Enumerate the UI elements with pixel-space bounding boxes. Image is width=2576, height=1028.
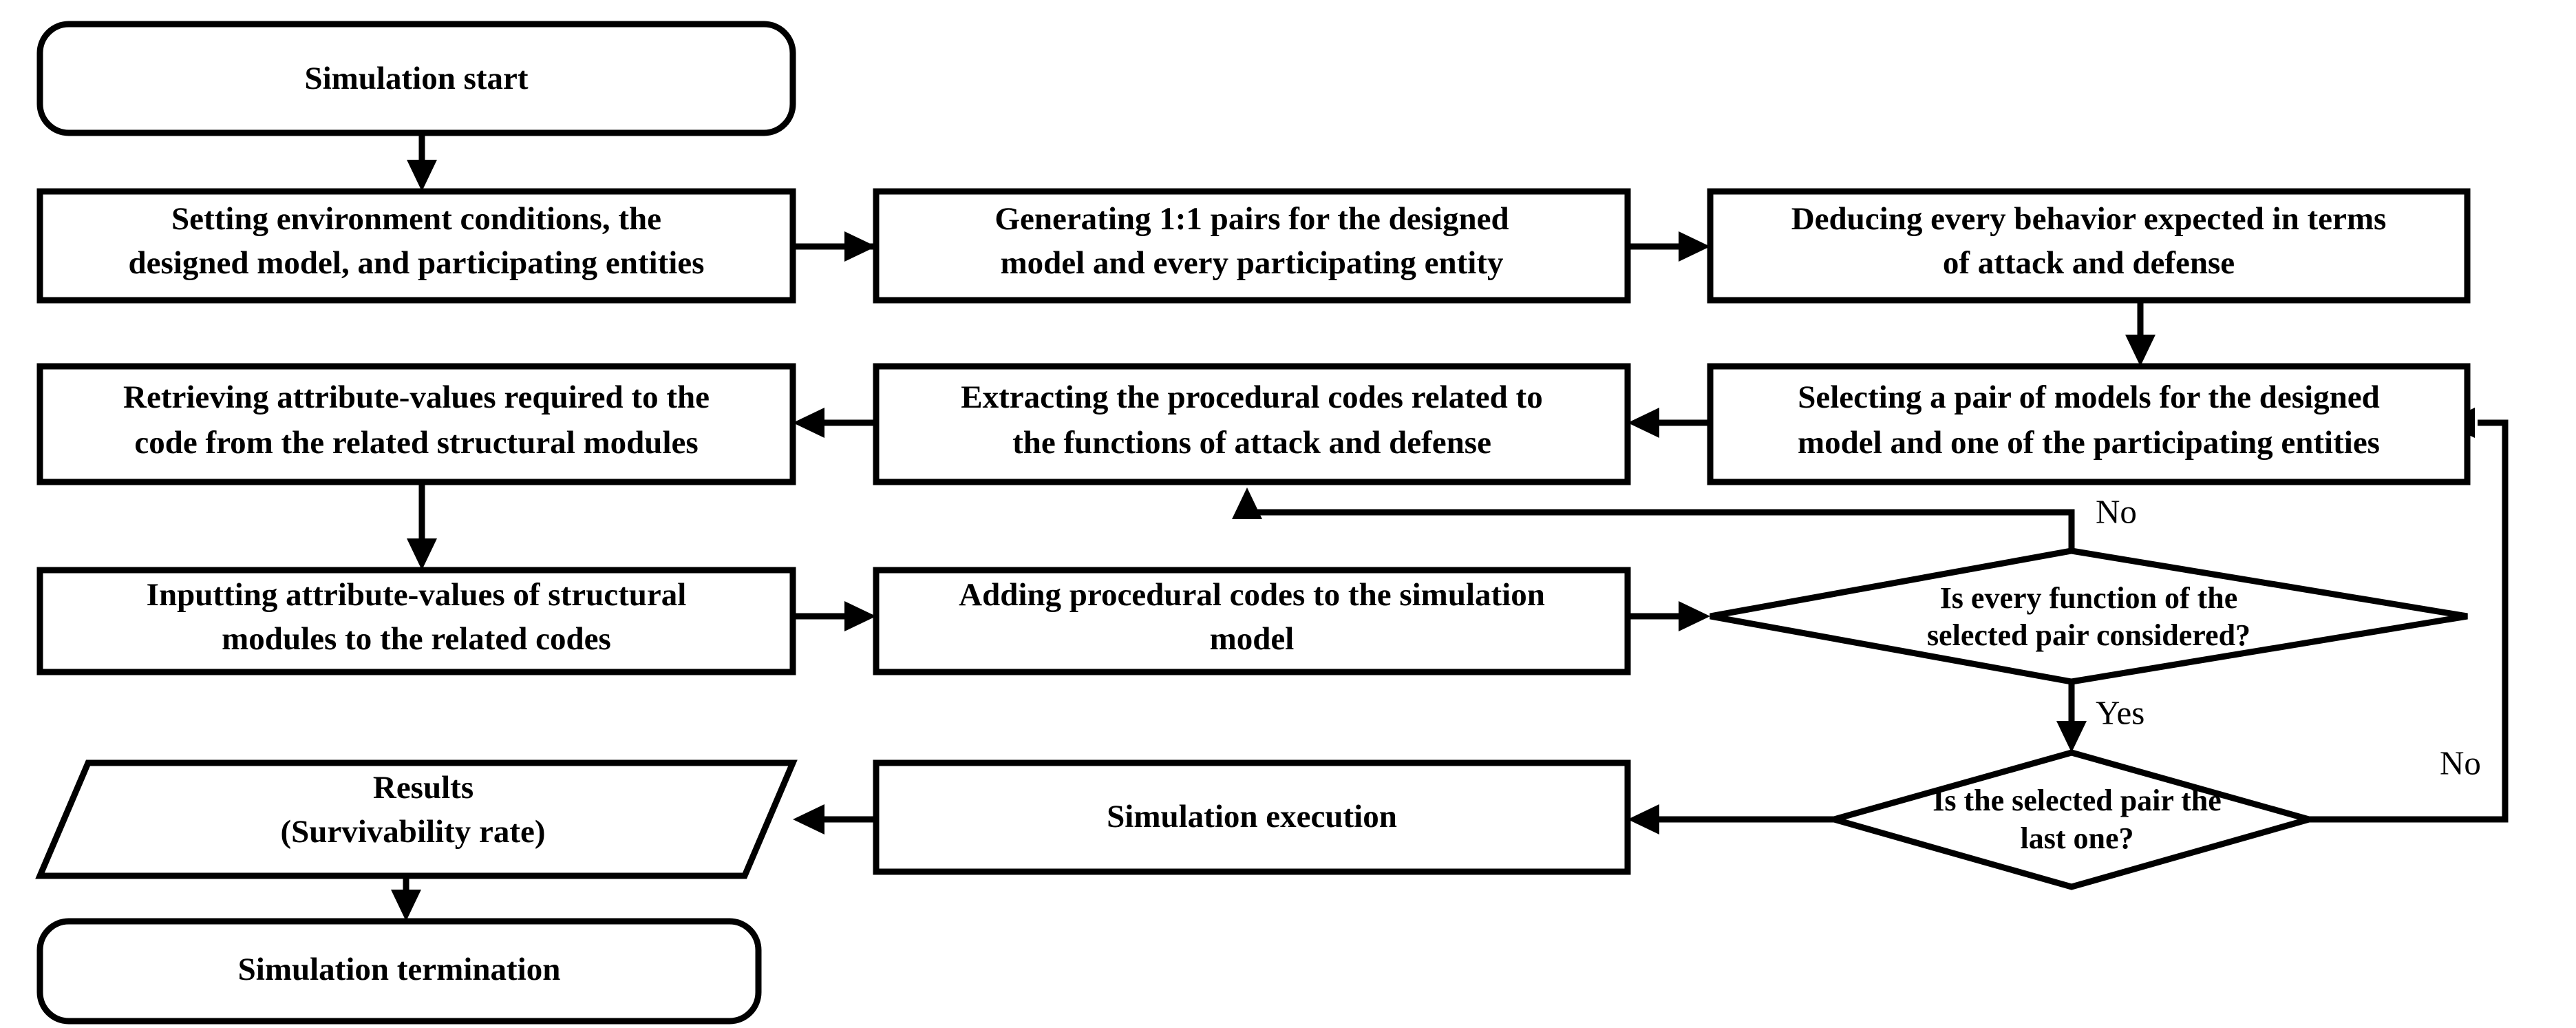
retrieving-values-label-line1: Retrieving attribute-values required to …: [123, 379, 710, 415]
edge-retrieving-to-inputting: [407, 482, 437, 570]
inputting-values-label-line2: modules to the related codes: [222, 621, 611, 657]
node-results[interactable]: Results (Survivability rate): [35, 759, 798, 879]
node-deducing-behavior[interactable]: Deducing every behavior expected in term…: [1707, 188, 2471, 304]
adding-codes-shape[interactable]: [873, 567, 1631, 675]
edge-results-to-termination: [391, 876, 421, 921]
node-decision-last-pair[interactable]: Is the selected pair the last one?: [1822, 749, 2321, 890]
setting-environment-shape[interactable]: [36, 188, 796, 304]
retrieving-values-label-line2: code from the related structural modules: [134, 425, 698, 461]
decision-every-function-label-line1: Is every function of the: [1940, 581, 2238, 615]
edge-decision-last-pair-to-execution: [1628, 804, 1834, 835]
decision-every-function-shape[interactable]: [1710, 547, 2468, 685]
node-decision-every-function[interactable]: Is every function of the selected pair c…: [1710, 547, 2468, 685]
edge-decision-function-yes: [2056, 682, 2087, 753]
inputting-values-label-line1: Inputting attribute-values of structural: [147, 577, 687, 613]
deducing-behavior-shape[interactable]: [1707, 188, 2471, 304]
adding-codes-label-line2: model: [1210, 621, 1295, 657]
setting-environment-label-line1: Setting environment conditions, the: [171, 201, 661, 237]
generating-pairs-label-line2: model and every participating entity: [1000, 245, 1504, 281]
simulation-start-label: Simulation start: [304, 61, 528, 96]
edge-selecting-to-extracting: [1628, 408, 1710, 438]
extracting-codes-label-line1: Extracting the procedural codes related …: [961, 379, 1542, 415]
setting-environment-label-line2: designed model, and participating entiti…: [129, 245, 705, 281]
extracting-codes-shape[interactable]: [873, 363, 1631, 485]
node-selecting-pair[interactable]: Selecting a pair of models for the desig…: [1707, 363, 2471, 485]
results-label-line2: (Survivability rate): [280, 814, 545, 850]
generating-pairs-shape[interactable]: [873, 188, 1631, 304]
results-label-line1: Results: [373, 770, 473, 806]
edge-label-function-yes: Yes: [2096, 693, 2144, 731]
retrieving-values-shape[interactable]: [36, 363, 796, 485]
node-generating-pairs[interactable]: Generating 1:1 pairs for the designed mo…: [873, 188, 1631, 304]
adding-codes-label-line1: Adding procedural codes to the simulatio…: [959, 577, 1545, 613]
edge-deducing-to-selecting: [2125, 302, 2155, 366]
edge-decision-function-no: [1232, 487, 2075, 551]
edge-label-function-no: No: [2096, 492, 2137, 530]
edge-generating-to-deducing: [1628, 231, 1710, 262]
results-shape[interactable]: [35, 759, 798, 879]
simulation-start-shape[interactable]: [36, 21, 796, 136]
node-simulation-termination[interactable]: Simulation termination: [36, 918, 762, 1025]
edge-adding-to-decision-function: [1628, 601, 1710, 631]
node-adding-codes[interactable]: Adding procedural codes to the simulatio…: [873, 567, 1631, 675]
decision-last-pair-shape[interactable]: [1822, 749, 2321, 890]
inputting-values-shape[interactable]: [36, 567, 796, 675]
edge-start-to-setting: [407, 133, 437, 191]
simulation-termination-label: Simulation termination: [238, 952, 561, 987]
decision-last-pair-label-line1: Is the selected pair the: [1933, 784, 2222, 817]
node-inputting-values[interactable]: Inputting attribute-values of structural…: [36, 567, 796, 675]
decision-every-function-label-line2: selected pair considered?: [1927, 618, 2250, 652]
node-retrieving-values[interactable]: Retrieving attribute-values required to …: [36, 363, 796, 485]
extracting-codes-label-line2: the functions of attack and defense: [1012, 425, 1491, 461]
selecting-pair-label-line2: model and one of the participating entit…: [1798, 425, 2380, 461]
node-extracting-codes[interactable]: Extracting the procedural codes related …: [873, 363, 1631, 485]
node-simulation-start[interactable]: Simulation start: [36, 21, 796, 136]
simulation-termination-shape[interactable]: [36, 918, 762, 1025]
selecting-pair-shape[interactable]: [1707, 363, 2471, 485]
edge-label-last-pair-no: No: [2440, 744, 2481, 782]
edge-inputting-to-adding: [793, 601, 876, 631]
selecting-pair-label-line1: Selecting a pair of models for the desig…: [1798, 379, 2380, 415]
deducing-behavior-label-line2: of attack and defense: [1943, 245, 2235, 281]
simulation-execution-shape[interactable]: [873, 759, 1631, 875]
edge-execution-to-results: [793, 804, 876, 835]
deducing-behavior-label-line1: Deducing every behavior expected in term…: [1791, 201, 2387, 237]
node-setting-environment[interactable]: Setting environment conditions, the desi…: [36, 188, 796, 304]
edge-extracting-to-retrieving: [793, 408, 876, 438]
node-simulation-execution[interactable]: Simulation execution: [873, 759, 1631, 875]
generating-pairs-label-line1: Generating 1:1 pairs for the designed: [994, 201, 1509, 237]
simulation-execution-label: Simulation execution: [1107, 799, 1397, 835]
decision-last-pair-label-line2: last one?: [2021, 821, 2134, 855]
